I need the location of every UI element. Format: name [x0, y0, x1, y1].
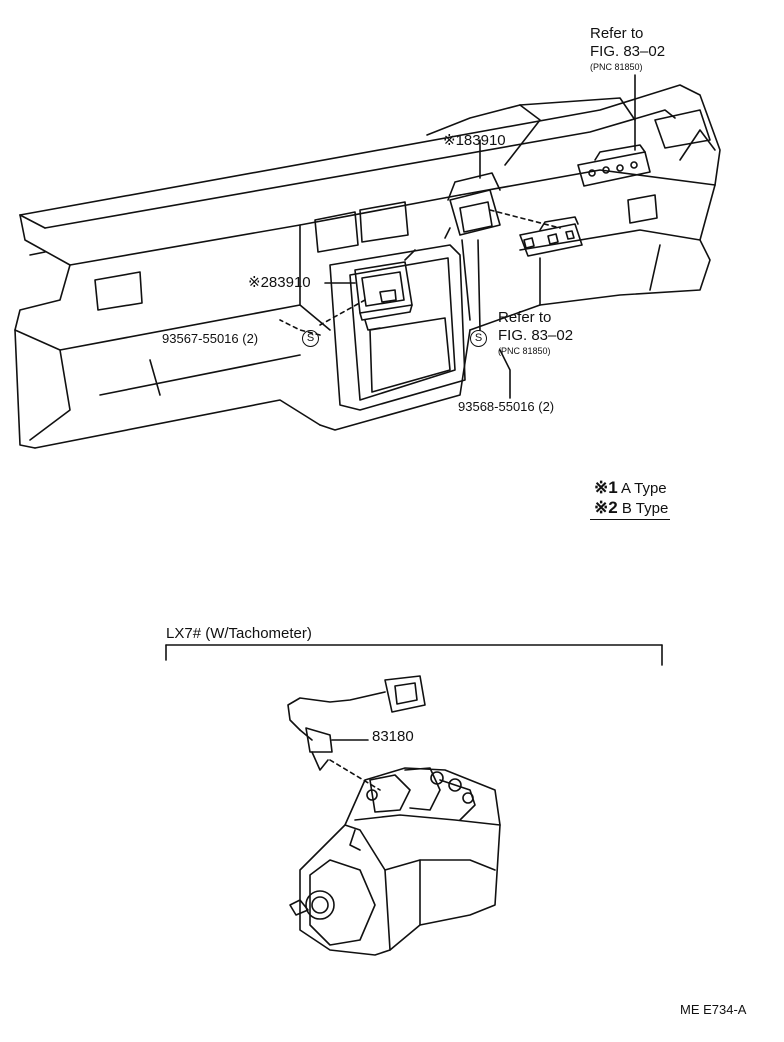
section-title: LX7# (W/Tachometer)	[166, 625, 312, 642]
module-b-type	[354, 261, 413, 331]
refer-mid-pnc: (PNC 81850)	[498, 346, 551, 356]
screw-symbol-left: S	[302, 330, 319, 347]
legend-text-a: A Type	[621, 480, 667, 497]
section-bracket	[165, 644, 663, 666]
legend-mark-2: ※2	[594, 498, 618, 517]
part-label-83910-a: ※183910	[443, 132, 506, 149]
sensor-assembly	[287, 675, 426, 791]
screw-label-left: 93567-55016 (2)	[162, 331, 259, 346]
switch-panel-top	[577, 144, 651, 187]
legend-row-a-type: ※1 A Type	[594, 478, 667, 498]
refer-mid-line1: Refer to	[498, 309, 552, 326]
legend-text-b: B Type	[621, 500, 669, 517]
refer-top-line2: FIG. 83–02	[590, 43, 666, 60]
figure-code: ME E734-A	[680, 1002, 747, 1017]
screw-symbol-right: S	[470, 330, 487, 347]
switch-panel-mid	[519, 216, 583, 257]
injection-pump	[289, 767, 501, 956]
part-label-83180: 83180	[372, 728, 414, 745]
module-a-type	[444, 139, 501, 239]
refer-mid-line2: FIG. 83–02	[498, 327, 574, 344]
refer-top-pnc: (PNC 81850)	[590, 62, 643, 72]
dashboard-panel	[14, 84, 721, 449]
legend-row-b-type: ※2 B Type	[590, 498, 671, 520]
legend-mark-1: ※1	[594, 478, 618, 497]
leader-lines	[279, 74, 636, 399]
part-label-83910-b: ※283910	[248, 274, 311, 291]
screw-label-right: 93568-55016 (2)	[458, 399, 555, 414]
refer-top-line1: Refer to	[590, 25, 644, 42]
